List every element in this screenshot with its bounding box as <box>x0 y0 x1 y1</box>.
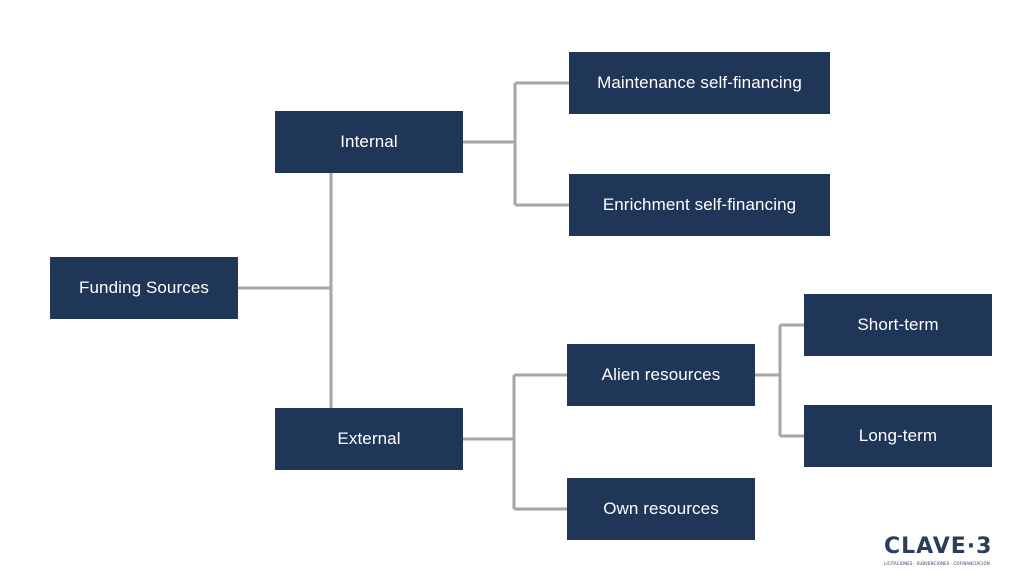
node-short-term: Short-term <box>804 294 992 356</box>
node-own-resources: Own resources <box>567 478 755 540</box>
node-own-label: Own resources <box>603 499 719 518</box>
node-internal: Internal <box>275 111 463 173</box>
node-alien-resources: Alien resources <box>567 344 755 406</box>
node-maintenance-self-financing: Maintenance self-financing <box>569 52 830 114</box>
node-funding-sources: Funding Sources <box>50 257 238 319</box>
node-enrichment-label: Enrichment self-financing <box>602 195 797 214</box>
clave3-logo: CLAVE·3 LICITACIONES · SUBVENCIONES · CO… <box>884 535 996 571</box>
node-long-term: Long-term <box>804 405 992 467</box>
node-long-term-label: Long-term <box>858 426 938 445</box>
node-alien-label: Alien resources <box>601 365 721 384</box>
node-external-label: External <box>337 429 401 448</box>
logo-tagline: LICITACIONES · SUBVENCIONES · COFINANCIA… <box>884 561 990 566</box>
logo-wordmark: CLAVE·3 <box>884 534 993 559</box>
node-enrichment-self-financing: Enrichment self-financing <box>569 174 830 236</box>
node-internal-label: Internal <box>340 132 398 151</box>
node-funding-sources-label: Funding Sources <box>78 278 210 297</box>
node-maintenance-label: Maintenance self-financing <box>597 73 802 92</box>
node-external: External <box>275 408 463 470</box>
node-short-term-label: Short-term <box>857 315 939 334</box>
